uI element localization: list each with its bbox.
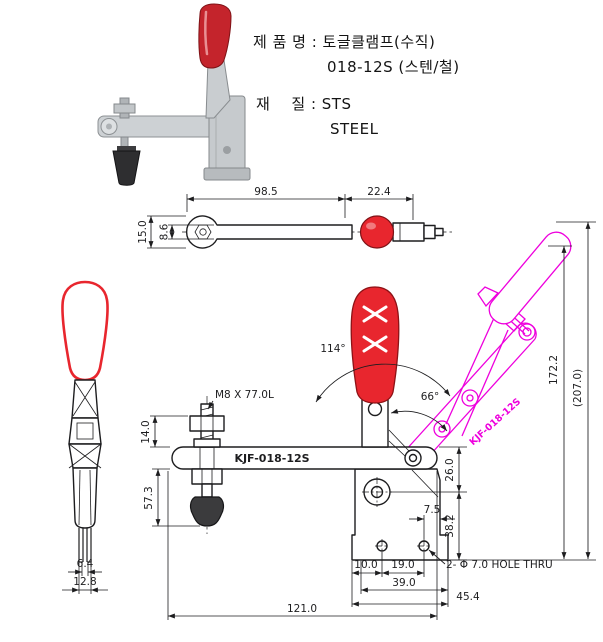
front-view: KJF-018-12S KJF-018-12S xyxy=(140,221,596,620)
ghost-spindle-tip xyxy=(477,286,500,308)
top-view-end-hole xyxy=(199,228,207,236)
photo-handle-grip xyxy=(198,3,232,69)
dim-98-5: 98.5 xyxy=(254,186,277,198)
photo-arm-hole xyxy=(106,123,112,130)
clamp-parts: KJF-018-12S xyxy=(171,387,449,561)
dim-172-2: 172.2 xyxy=(548,355,560,385)
side-view-handle-grip xyxy=(61,280,109,382)
dim-38-2: 38.2 xyxy=(444,514,456,537)
dim-121-0: 121.0 xyxy=(287,603,317,615)
dim-26-0: 26.0 xyxy=(444,458,456,481)
side-view-square-hole xyxy=(76,422,94,440)
spindle-shaft xyxy=(201,483,213,498)
product-photo xyxy=(97,3,251,186)
bolt-spec-label: M8 X 77.0L xyxy=(215,389,274,401)
top-view-bolt-tip xyxy=(434,227,444,237)
top-view-clevis xyxy=(392,222,425,242)
product-model-label: 018-12S (스텐/철) xyxy=(327,58,460,76)
side-view-mid-block xyxy=(68,417,102,445)
side-view-upper-link xyxy=(71,379,99,419)
dim-45-4: 45.4 xyxy=(456,591,480,603)
angle-66: 66° xyxy=(421,391,440,403)
dim-14-0: 14.0 xyxy=(140,420,152,443)
dim-6-4: 6.4 xyxy=(77,558,94,570)
side-view-prongs xyxy=(78,528,92,563)
side-view: 6.4 12.8 xyxy=(61,280,109,594)
top-view-handle-end xyxy=(359,215,395,249)
front-view-dimensions: M8 X 77.0L 14.0 57.3 26.0 38.2 xyxy=(140,221,596,620)
dim-19-0: 19.0 xyxy=(391,559,414,571)
top-view-arm xyxy=(185,215,353,249)
top-view-dimensions: 98.5 22.4 15.0 8.6 xyxy=(137,186,414,249)
part-number-on-arm: KJF-018-12S xyxy=(234,452,309,465)
lever-hole xyxy=(367,401,383,417)
material-label: 재 질 : STS xyxy=(256,95,352,113)
dim-22-4: 22.4 xyxy=(367,186,391,198)
clamp-arm xyxy=(171,446,438,470)
side-view-dimensions: 6.4 12.8 xyxy=(62,558,108,594)
photo-nut xyxy=(113,103,136,114)
dim-10-0: 10.0 xyxy=(354,559,377,571)
rubber-tip xyxy=(189,496,225,527)
bolt-washer xyxy=(193,438,221,448)
photo-body-hole xyxy=(223,146,231,154)
bolt-hex-nut xyxy=(189,415,225,432)
photo-base xyxy=(203,167,251,181)
side-view-body xyxy=(72,467,98,529)
top-view-handle-highlight xyxy=(366,222,376,230)
ghost-handle-grip xyxy=(488,231,572,325)
ghost-open-position: KJF-018-12S xyxy=(404,231,572,466)
holes-note: 2- Φ 7.0 HOLE THRU xyxy=(446,559,553,571)
angle-114: 114° xyxy=(320,343,345,355)
photo-knob-collar xyxy=(117,146,136,152)
lock-nut xyxy=(191,468,223,485)
arm-pivot-hole xyxy=(408,453,418,463)
top-view-bolt-head xyxy=(423,224,436,240)
product-name-label: 제 품 명 : 토글클램프(수직) xyxy=(253,33,436,51)
top-view: 98.5 22.4 15.0 8.6 xyxy=(137,186,452,249)
photo-knob xyxy=(112,150,141,186)
dim-57-3: 57.3 xyxy=(143,486,155,509)
dim-8-6: 8.6 xyxy=(159,223,171,240)
dim-12-8: 12.8 xyxy=(73,576,96,588)
dim-7-5: 7.5 xyxy=(424,504,441,516)
photo-grip-highlight xyxy=(204,10,209,56)
dim-207-0: (207.0) xyxy=(572,369,584,407)
material-steel-label: STEEL xyxy=(330,120,379,138)
handle-grip-logo xyxy=(362,305,388,353)
dim-39-0: 39.0 xyxy=(392,577,415,589)
dim-15-0: 15.0 xyxy=(137,220,149,243)
